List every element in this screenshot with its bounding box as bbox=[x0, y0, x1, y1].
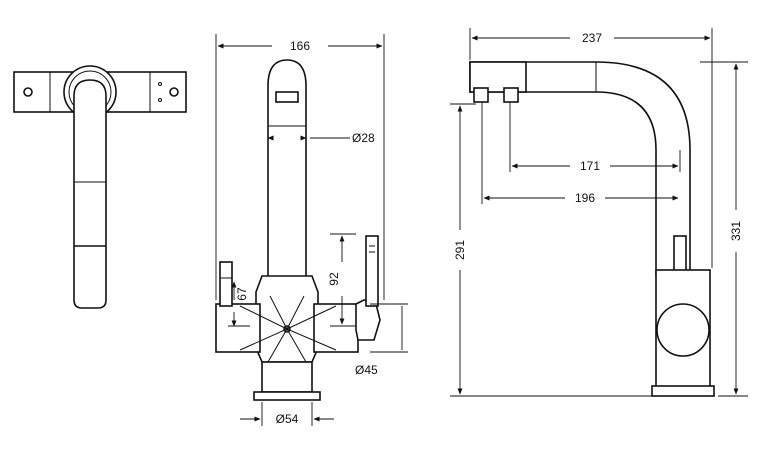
dim-166-label: 166 bbox=[290, 39, 310, 53]
dim-237-label: 237 bbox=[582, 31, 602, 45]
dim-dia54-label: Ø54 bbox=[276, 412, 299, 426]
left-lever bbox=[219, 261, 233, 307]
spray-head bbox=[469, 61, 527, 93]
dim-dia28-label: Ø28 bbox=[352, 131, 375, 145]
side-cartridge bbox=[656, 303, 710, 357]
spout-front bbox=[267, 59, 307, 283]
dim-196-label: 196 bbox=[575, 191, 595, 205]
left-housing bbox=[215, 303, 261, 353]
mount-hole-left bbox=[23, 87, 33, 97]
dim-331-label: 331 bbox=[729, 221, 743, 241]
side-view: 237 331 291 171 196 bbox=[450, 28, 748, 397]
dim-dia45-label: Ø45 bbox=[355, 363, 378, 377]
right-lever bbox=[365, 235, 379, 307]
right-housing bbox=[313, 303, 359, 353]
nozzle-left bbox=[473, 87, 489, 103]
spout-nozzle bbox=[275, 91, 299, 103]
side-base bbox=[651, 385, 715, 397]
dim-92-label: 92 bbox=[327, 272, 341, 286]
base-column bbox=[261, 361, 313, 393]
dim-67-label: 67 bbox=[235, 287, 249, 301]
mount-hole-right bbox=[169, 87, 179, 97]
base-plate bbox=[253, 391, 321, 401]
front-view: 166 Ø28 92 67 Ø45 Ø54 bbox=[215, 34, 408, 426]
spout-top-view bbox=[73, 79, 107, 309]
dim-291-label: 291 bbox=[453, 240, 467, 260]
nozzle-right bbox=[503, 87, 519, 103]
top-view bbox=[13, 65, 187, 309]
dim-171-label: 171 bbox=[580, 159, 600, 173]
